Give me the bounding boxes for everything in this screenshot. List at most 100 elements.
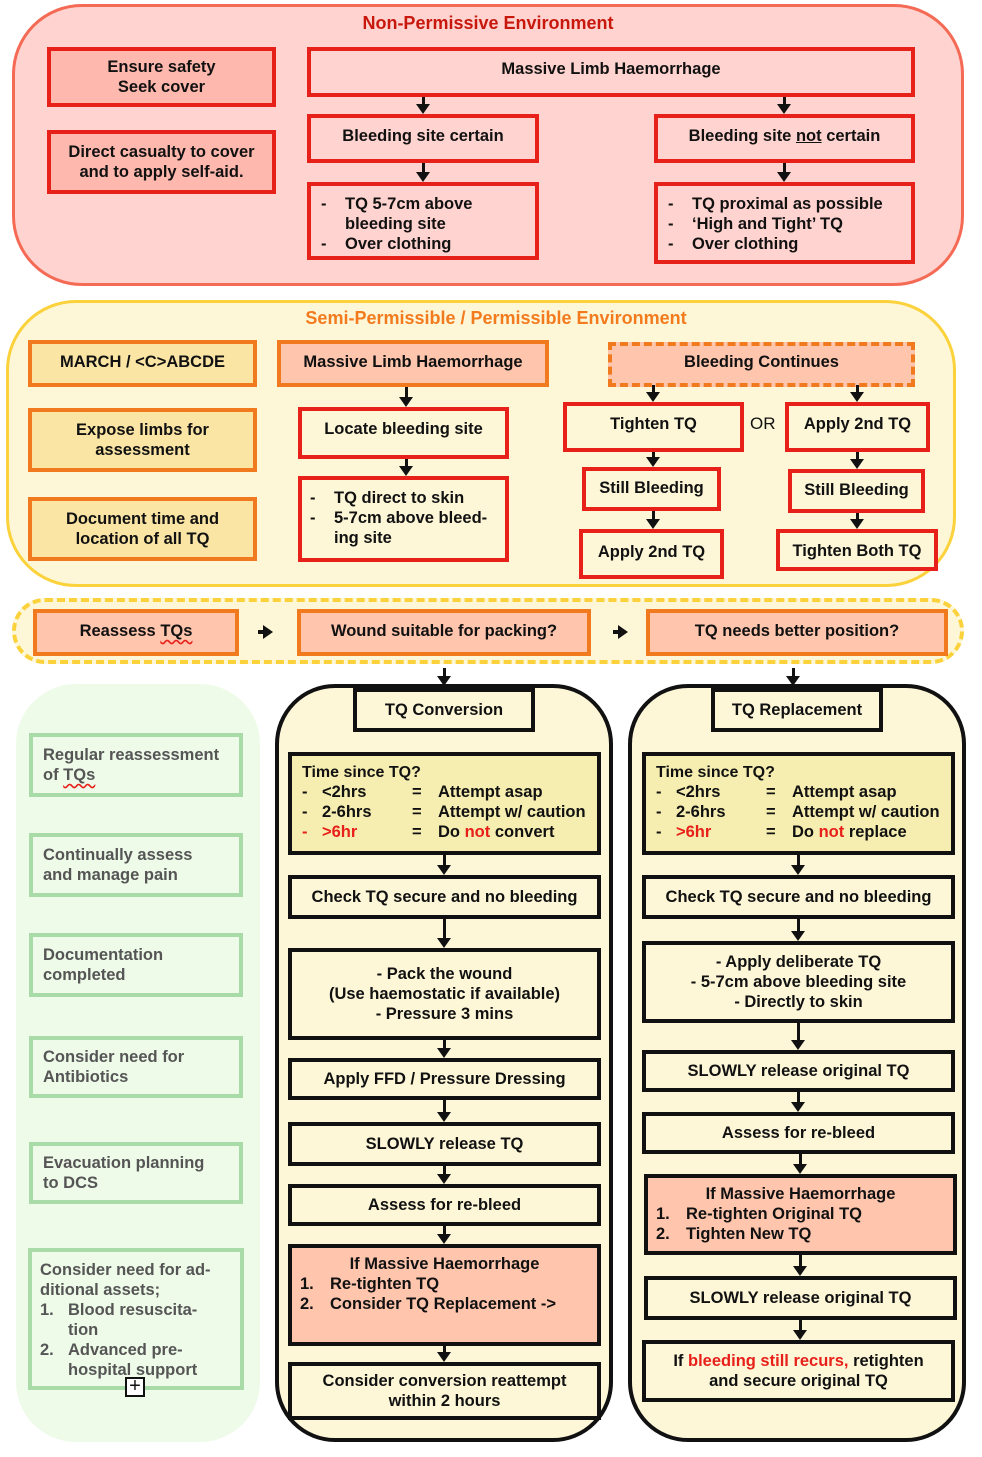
bullet: - bbox=[668, 195, 674, 213]
semi-permissive-title: Semi-Permissible / Permissible Environme… bbox=[305, 308, 687, 328]
pack-wound-box: - Pack the wound (Use haemostatic if ava… bbox=[288, 948, 601, 1040]
expand-plus-icon[interactable]: + bbox=[125, 1376, 145, 1397]
time-range: 2-6hrs bbox=[676, 803, 726, 821]
document-line-2: location of all TQ bbox=[75, 530, 210, 548]
arrow-down-icon bbox=[437, 1346, 451, 1362]
arrow-down-icon bbox=[437, 919, 451, 948]
safety-line-2: Seek cover bbox=[117, 78, 206, 96]
certain-action-2: Over clothing bbox=[345, 235, 452, 253]
sp-massive-limb-haemorrhage-box: Massive Limb Haemorrhage bbox=[277, 340, 549, 387]
dash: - bbox=[656, 783, 662, 801]
deliberate-tq-box: - Apply deliberate TQ - 5-7cm above blee… bbox=[642, 941, 955, 1023]
replacement-massive-haemorrhage-box: If Massive Haemorrhage 1. Re-tighten Ori… bbox=[644, 1174, 957, 1255]
release-label: SLOWLY release original TQ bbox=[689, 1289, 912, 1307]
replacement-release-box-1: SLOWLY release original TQ bbox=[642, 1050, 955, 1092]
care-item-reassessment: Regular reassessment of TQs bbox=[29, 733, 243, 797]
time-range: 2-6hrs bbox=[322, 803, 372, 821]
bleeding-site-not-certain-box: Bleeding site not certain bbox=[654, 114, 915, 163]
reassess-tqs-box: Reassess TQs bbox=[33, 609, 239, 656]
time-action: Do not convert bbox=[438, 822, 587, 842]
check-label: Check TQ secure and no bleeding bbox=[665, 888, 932, 906]
arrow-down-icon bbox=[416, 97, 430, 114]
march-label: MARCH / <C>ABCDE bbox=[59, 353, 226, 371]
expose-limbs-box: Expose limbs for assessment bbox=[28, 408, 257, 472]
dash: - bbox=[656, 803, 662, 821]
wound-packing-label: Wound suitable for packing? bbox=[330, 622, 558, 640]
arrow-down-icon bbox=[437, 855, 451, 875]
bleeding-continues-label: Bleeding Continues bbox=[684, 353, 839, 371]
reassess-label: Reassess TQs bbox=[80, 621, 193, 641]
or-label: OR bbox=[750, 414, 776, 433]
tighten-both-tq-label: Tighten Both TQ bbox=[792, 542, 922, 560]
care-tqs-text: TQs bbox=[63, 766, 96, 784]
sp-mlh-label: Massive Limb Haemorrhage bbox=[303, 353, 523, 371]
action-not: not bbox=[464, 823, 491, 841]
arrow-down-icon bbox=[416, 163, 430, 182]
time-action: Do not replace bbox=[792, 822, 941, 842]
time-action: Attempt w/ caution bbox=[438, 803, 586, 821]
time-title: Time since TQ? bbox=[656, 764, 775, 781]
arrow-down-icon bbox=[437, 1040, 451, 1058]
recur-box: If bleeding still recurs, retighten and … bbox=[642, 1340, 955, 1402]
arrow-down-icon bbox=[850, 385, 864, 402]
bullet: - bbox=[310, 509, 316, 527]
time-range: <2hrs bbox=[676, 783, 721, 801]
not-certain-label: Bleeding site not certain bbox=[689, 126, 881, 146]
bullet: - bbox=[668, 215, 674, 233]
not-certain-action-1: TQ proximal as possible bbox=[692, 195, 883, 213]
equals: = bbox=[412, 823, 422, 841]
recur-line-1: If bleeding still recurs, retighten bbox=[673, 1351, 923, 1371]
action-post: replace bbox=[844, 823, 907, 841]
deliberate-line-1: - Apply deliberate TQ bbox=[715, 953, 882, 971]
care-text: Regular reassessment bbox=[43, 746, 220, 764]
bullet: - bbox=[668, 235, 674, 253]
arrow-down-icon bbox=[793, 1255, 807, 1276]
self-aid-line-2: and to apply self-aid. bbox=[79, 163, 244, 181]
dash: - bbox=[302, 803, 308, 821]
document-line-1: Document time and bbox=[65, 510, 220, 528]
not-certain-post: certain bbox=[821, 127, 881, 145]
replacement-header-label: TQ Replacement bbox=[731, 701, 863, 719]
ensure-safety-box: Ensure safety Seek cover bbox=[47, 47, 276, 107]
bullet: - bbox=[321, 235, 327, 253]
document-tq-box: Document time and location of all TQ bbox=[28, 497, 257, 561]
non-permissive-title: Non-Permissive Environment bbox=[362, 13, 614, 33]
list-number: 2. bbox=[656, 1225, 670, 1243]
mh-title: If Massive Haemorrhage bbox=[705, 1185, 896, 1203]
arrow-down-icon bbox=[437, 1100, 451, 1122]
mh-list: 1. Re-tighten TQ 2. Consider TQ Replacem… bbox=[300, 1274, 589, 1314]
time-range-warning: >6hr bbox=[322, 823, 358, 841]
better-position-box: TQ needs better position? bbox=[646, 609, 948, 656]
still-bleeding-box-left: Still Bleeding bbox=[582, 467, 721, 511]
arrow-down-icon bbox=[646, 511, 660, 529]
arrow-down-icon bbox=[786, 668, 800, 686]
arrow-down-icon bbox=[437, 668, 451, 686]
pack-line-1: - Pack the wound bbox=[376, 965, 513, 983]
conversion-check-box: Check TQ secure and no bleeding bbox=[288, 875, 601, 919]
recur-line-2: and secure original TQ bbox=[709, 1372, 888, 1390]
deliberate-line-2: - 5-7cm above bleeding site bbox=[690, 973, 907, 991]
mh-item-1: Re-tighten TQ bbox=[330, 1275, 440, 1293]
conversion-release-box: SLOWLY release TQ bbox=[288, 1122, 601, 1166]
certain-label: Bleeding site certain bbox=[342, 127, 504, 145]
time-range-warning: >6hr bbox=[676, 823, 712, 841]
replacement-release-box-2: SLOWLY release original TQ bbox=[644, 1276, 957, 1320]
tq-conversion-header: TQ Conversion bbox=[353, 688, 535, 732]
ffd-label: Apply FFD / Pressure Dressing bbox=[323, 1070, 566, 1088]
time-table: - <2hrs = Attempt asap - 2-6hrs = Attemp… bbox=[656, 782, 941, 842]
certain-actions-box: - TQ 5-7cm above bleeding site - Over cl… bbox=[307, 182, 539, 260]
release-label: SLOWLY release TQ bbox=[365, 1135, 524, 1153]
still-bleeding-label: Still Bleeding bbox=[599, 479, 704, 497]
arrow-down-icon bbox=[793, 1320, 807, 1340]
tighten-tq-label: Tighten TQ bbox=[610, 415, 697, 433]
recur-post: retighten bbox=[848, 1352, 924, 1370]
assets-intro: Consider need for ad-ditional assets; bbox=[40, 1261, 211, 1299]
deliberate-line-3: - Directly to skin bbox=[734, 993, 863, 1011]
locate-action-1: TQ direct to skin bbox=[334, 489, 465, 507]
pack-line-2: (Use haemostatic if available) bbox=[328, 985, 561, 1003]
list-number: 1. bbox=[300, 1275, 314, 1293]
asset-item-2: Advanced pre-hospital support bbox=[68, 1341, 198, 1379]
reassess-text: Reassess bbox=[79, 622, 161, 640]
apply-2nd-tq-label: Apply 2nd TQ bbox=[803, 415, 912, 433]
recur-pre: If bbox=[673, 1352, 689, 1370]
